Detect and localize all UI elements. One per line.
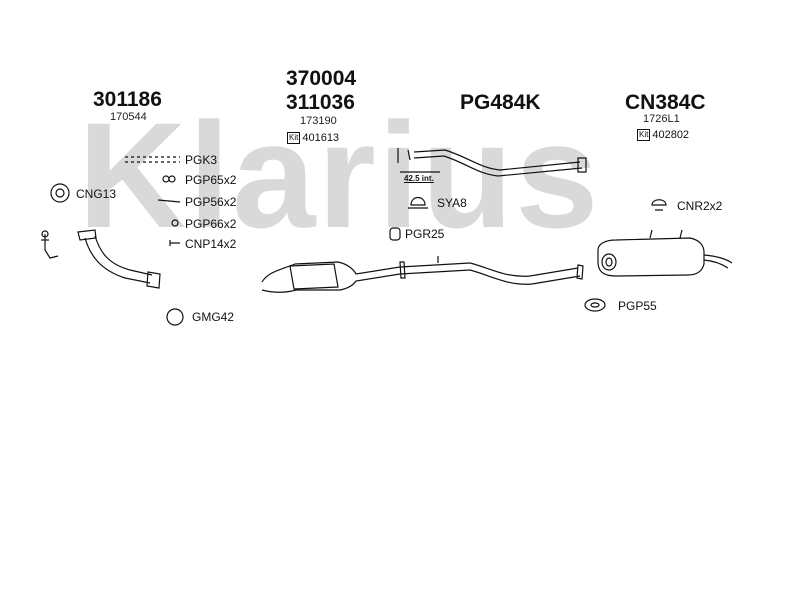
front-pipe-part-number: 301186 [93, 88, 162, 111]
catalyst-kit: Kit 401613 [287, 132, 339, 144]
catalyst-part-number-b: 311036 [286, 91, 355, 114]
centre-pipe-drawing [397, 148, 587, 177]
centre-pipe-part-number: PG484K [460, 91, 541, 114]
accessory-gmg42: GMG42 [192, 310, 235, 324]
kit-label: Kit [287, 132, 301, 144]
accessory-sya8: SYA8 [437, 196, 467, 210]
accessory-cnr2: CNR2x2 [677, 199, 723, 213]
kit-code: 401613 [302, 131, 340, 144]
accessory-pgp65: PGP65x2 [185, 173, 237, 187]
catalyst-drawing [261, 256, 584, 293]
catalyst-part-number-a: 370004 [286, 67, 357, 90]
rear-box-kit: Kit 402802 [637, 129, 689, 141]
rear-box-sub-number: 1726L1 [643, 113, 680, 125]
kit-label: Kit [637, 129, 651, 141]
accessory-pgk3: PGK3 [185, 153, 218, 167]
accessory-icons [50, 156, 667, 326]
catalyst-sub-number: 173190 [300, 115, 337, 127]
rear-box-drawing [597, 229, 733, 277]
front-pipe-drawing [41, 229, 161, 289]
accessory-cng13: CNG13 [76, 187, 117, 201]
accessory-cnp14: CNP14x2 [185, 237, 237, 251]
accessory-pgp56: PGP56x2 [185, 195, 237, 209]
accessory-pgp66: PGP66x2 [185, 217, 237, 231]
accessory-pgp55: PGP55 [618, 299, 657, 313]
front-pipe-sub-number: 170544 [110, 111, 147, 123]
pipe-diameter-label: 42.5 int. [404, 174, 434, 183]
accessory-pgr25: PGR25 [405, 227, 445, 241]
kit-code: 402802 [652, 128, 690, 141]
rear-box-part-number: CN384C [625, 91, 706, 114]
